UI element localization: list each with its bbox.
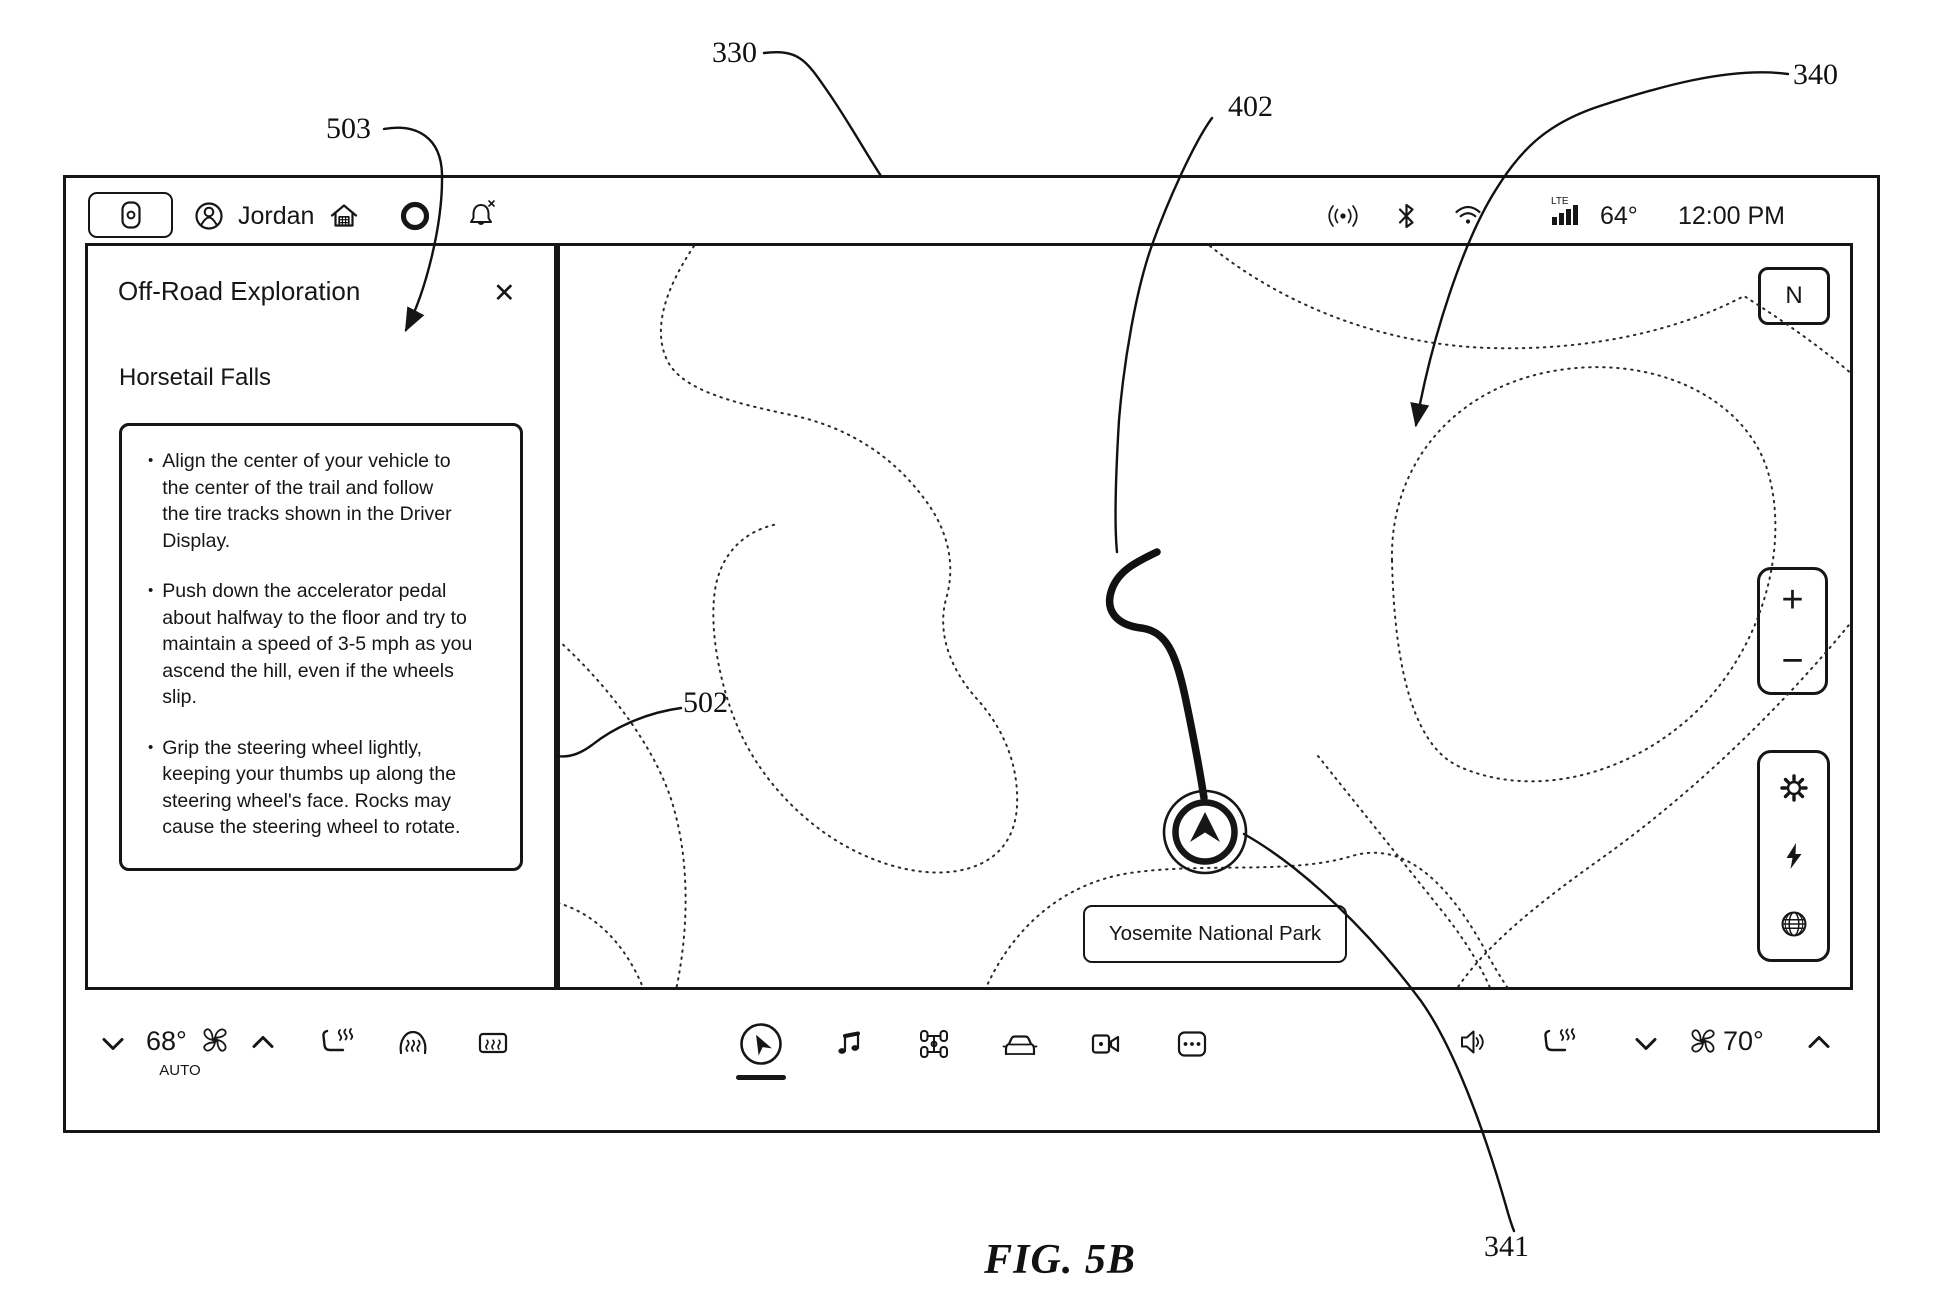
instruction-item: • Align the center of your vehicle to th… xyxy=(136,448,506,554)
callout-402: 402 xyxy=(1228,90,1273,123)
location-label-text: Yosemite National Park xyxy=(1108,922,1322,945)
settings-gear-icon[interactable] xyxy=(1774,768,1814,808)
globe-icon[interactable] xyxy=(1774,904,1814,944)
chevron-up-icon[interactable] xyxy=(1797,1020,1841,1064)
clock: 12:00 PM xyxy=(1678,202,1786,230)
zoom-out-button[interactable]: − xyxy=(1781,640,1804,682)
callout-503: 503 xyxy=(326,112,371,145)
passenger-temp-display[interactable]: 70° xyxy=(1723,1026,1764,1056)
compass-label: N xyxy=(1785,282,1803,309)
outside-temperature: 64° xyxy=(1600,202,1638,230)
fan-icon xyxy=(203,1028,227,1052)
callout-340: 340 xyxy=(1793,58,1838,91)
close-icon[interactable]: ✕ xyxy=(493,278,516,308)
windshield-defrost-icon[interactable] xyxy=(390,1020,436,1066)
instructions-box: • Align the center of your vehicle to th… xyxy=(119,423,523,871)
instruction-item: • Grip the steering wheel lightly, keepi… xyxy=(136,735,506,841)
bullet-marker: • xyxy=(148,582,154,599)
hotspot-icon xyxy=(1328,205,1358,227)
map-tools xyxy=(1757,750,1830,962)
fan-icon xyxy=(1691,1029,1715,1053)
more-apps-icon[interactable] xyxy=(1170,1022,1214,1066)
callout-502: 502 xyxy=(683,686,728,719)
zoom-control: + − xyxy=(1757,567,1828,695)
bullet-marker: • xyxy=(148,738,154,756)
zoom-in-button[interactable]: + xyxy=(1781,579,1804,621)
map-area[interactable] xyxy=(557,243,1853,990)
climate-auto-label: AUTO xyxy=(159,1062,201,1079)
map-location-label: Yosemite National Park xyxy=(1083,905,1347,963)
lock-button[interactable] xyxy=(88,192,173,238)
panel-title: Off-Road Exploration xyxy=(118,276,361,306)
network-badge: LTE xyxy=(1551,196,1569,207)
vehicle-controls-app-icon[interactable] xyxy=(998,1022,1042,1066)
wifi-icon xyxy=(1455,205,1481,224)
heated-seat-passenger-icon[interactable] xyxy=(1536,1019,1582,1065)
drivetrain-app-icon[interactable] xyxy=(912,1022,956,1066)
camera-app-icon[interactable] xyxy=(1084,1022,1128,1066)
cellular-signal-icon: LTE xyxy=(1551,196,1578,225)
chevron-down-icon[interactable] xyxy=(91,1022,135,1066)
instruction-item: • Push down the accelerator pedal about … xyxy=(136,578,506,711)
instruction-text: Push down the accelerator pedal about ha… xyxy=(162,580,473,708)
callout-330: 330 xyxy=(712,36,757,69)
callout-341: 341 xyxy=(1484,1230,1529,1263)
profile-name[interactable]: Jordan xyxy=(238,202,315,230)
music-app-icon[interactable] xyxy=(826,1022,870,1066)
offroad-panel: Off-Road Exploration ✕ Horsetail Falls •… xyxy=(85,243,557,990)
heated-seat-driver-icon[interactable] xyxy=(314,1019,360,1065)
driver-temp-display[interactable]: 68° xyxy=(146,1026,187,1056)
navigation-app-icon[interactable] xyxy=(737,1020,785,1068)
bluetooth-icon xyxy=(1398,203,1414,229)
user-avatar-icon[interactable] xyxy=(192,199,226,233)
panel-subtitle: Horsetail Falls xyxy=(119,364,272,391)
chevron-down-icon[interactable] xyxy=(1624,1022,1668,1066)
instruction-text: Grip the steering wheel lightly, keeping… xyxy=(162,736,461,839)
home-icon[interactable] xyxy=(326,198,362,234)
compass-n-button[interactable]: N xyxy=(1758,267,1830,325)
charging-bolt-icon[interactable] xyxy=(1776,838,1812,874)
volume-icon[interactable] xyxy=(1449,1020,1493,1064)
notification-bell-icon[interactable] xyxy=(462,196,500,234)
leader-330 xyxy=(762,51,883,178)
ring-icon[interactable] xyxy=(398,199,432,233)
figure-label: FIG. 5B xyxy=(984,1237,1136,1283)
instruction-text: Align the center of your vehicle to the … xyxy=(162,450,452,552)
chevron-up-icon[interactable] xyxy=(241,1020,285,1064)
lock-icon xyxy=(120,201,141,229)
active-app-underline xyxy=(736,1075,786,1080)
bullet-marker: • xyxy=(148,452,154,469)
rear-defrost-icon[interactable] xyxy=(470,1020,516,1066)
